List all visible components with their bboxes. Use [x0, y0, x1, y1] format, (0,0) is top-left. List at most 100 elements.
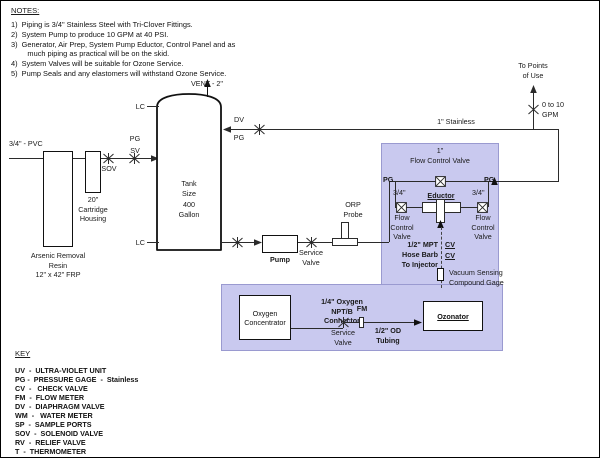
cartridge-housing-label: 20" Cartridge Housing: [78, 195, 108, 223]
lc-top-line: [147, 106, 159, 107]
points-of-use-arrow: [530, 85, 537, 93]
panel-left-top-line: [389, 181, 412, 182]
pump-service-valve-label: Service Valve: [299, 248, 323, 267]
eductor-left-riser: [395, 181, 396, 207]
ozonator-label: Ozonator: [423, 301, 483, 331]
sov-valve-icon: [102, 152, 114, 164]
inlet-pg-label: PG: [129, 134, 141, 143]
vacuum-compound-gage-label: Vacuum Sensing Compound Gage: [449, 268, 504, 287]
key-entry-7: SOV - SOLENOID VALVE: [15, 429, 103, 438]
eductor-suction-arrow: [437, 220, 444, 228]
tank-vent-line: [207, 83, 208, 97]
pump-label: Pump: [270, 255, 290, 264]
flow-control-valve-top-label: 1" Flow Control Valve: [410, 146, 470, 165]
notes-line-5: 5) Pump Seals and any elastomers will wi…: [11, 69, 227, 78]
dv-label: DV: [234, 115, 244, 124]
key-entry-6: SP - SAMPLE PORTS: [15, 420, 92, 429]
orp-probe-tee: [332, 238, 358, 246]
tank-inlet-arrow: [151, 155, 159, 162]
gpm-meter-valve-icon: [527, 103, 539, 115]
pump-inlet-arrow: [254, 239, 262, 246]
notes-line-3: much piping as practical will be on the …: [11, 49, 170, 58]
notes-line-4: 4) System Valves will be suitable for Oz…: [11, 59, 184, 68]
recirc-return-line: [225, 129, 558, 130]
size-left-label: 3/4": [393, 188, 406, 197]
oxygen-concentrator-text: Oxygen Concentrator: [244, 308, 286, 327]
stainless-line-label: 1" Stainless: [437, 117, 475, 126]
fm-to-ozonator-line: [364, 322, 417, 323]
pump-block: [262, 235, 298, 253]
flow-meter-icon: [359, 317, 364, 328]
pg-right-label: PG: [484, 175, 495, 184]
key-entry-8: RV - RELIEF VALVE: [15, 438, 86, 447]
vacuum-compound-gage-icon: [437, 268, 444, 281]
key-entry-1: PG - PRESSURE GAGE - Stainless: [15, 375, 139, 384]
gpm-label: 0 to 10 GPM: [542, 100, 564, 119]
concentrator-outlet-line: [291, 328, 343, 329]
right-flow-control-valve-label: Flow Control Valve: [471, 213, 495, 241]
fm-feed-line: [343, 322, 361, 323]
notes-line-1: 2) System Pump to produce 10 GPM at 40 P…: [11, 30, 169, 39]
notes-line-2: 3) Generator, Air Prep, System Pump Educ…: [11, 40, 236, 49]
key-entry-9: T - THERMOMETER: [15, 447, 87, 456]
recirc-right-riser: [558, 129, 559, 181]
arsenic-removal-resin-label: Arsenic Removal Resin 12" x 42" FRP: [30, 251, 86, 279]
tank-vent-arrow: [204, 79, 211, 87]
top-flow-control-valve-icon: [434, 175, 446, 187]
sv-valve-icon: [128, 152, 140, 164]
key-entry-5: WM - WATER METER: [15, 411, 93, 420]
tank-label: Tank Size 400 Gallon: [178, 179, 200, 220]
inlet-pipe-label: 3/4" - PVC: [9, 139, 43, 148]
key-entry-0: UV - ULTRA-VIOLET UNIT: [15, 366, 107, 375]
ozonator-block: [423, 301, 483, 331]
tank-return-arrow: [223, 126, 231, 133]
right-flow-control-valve-icon: [476, 201, 488, 213]
arsenic-removal-resin-vessel: [43, 151, 73, 247]
to-points-of-use-label: To Points of Use: [518, 61, 548, 80]
resin-to-cartridge-line: [73, 158, 85, 159]
orp-probe-stem: [341, 222, 349, 239]
notes-line-0: 1) Piping is 3/4" Stainless Steel with T…: [11, 20, 193, 29]
tank-outlet-line: [222, 242, 257, 243]
lc-bottom-line: [147, 242, 159, 243]
tank-vent-label: VENT - 2": [191, 79, 223, 88]
tank-return-pg-label: PG: [233, 133, 245, 142]
notes-title: NOTES:: [11, 6, 40, 15]
cv-label-2: CV: [445, 251, 455, 260]
dv-valve-icon: [253, 123, 265, 135]
eductor-label: Eductor: [427, 191, 455, 200]
pump-service-valve-icon: [305, 236, 317, 248]
pump-discharge-line: [298, 242, 343, 243]
panel-left-riser: [389, 181, 390, 242]
key-title: KEY: [15, 349, 31, 358]
key-entry-4: DV - DIAPHRAGM VALVE: [15, 402, 105, 411]
hose-barb-label: 1/2" MPT Hose Barb To Injector: [401, 240, 438, 269]
inlet-sv-label: SV: [130, 146, 140, 155]
lc-top-label: LC: [135, 102, 145, 111]
oxygen-service-valve-label: Service Valve: [331, 328, 355, 347]
eductor-right-riser: [488, 181, 489, 207]
left-flow-control-valve-label: Flow Control Valve: [390, 213, 414, 241]
fm-label: FM: [356, 304, 368, 313]
cartridge-housing-vessel: [85, 151, 101, 193]
oxygen-concentrator-label: Oxygen Concentrator: [239, 295, 291, 340]
lc-bottom-label: LC: [135, 238, 145, 247]
oxygen-concentrator-block: [239, 295, 291, 340]
size-right-label: 3/4": [472, 188, 485, 197]
recirc-panel-top-line: [494, 181, 559, 182]
tank-outlet-valve-icon: [231, 236, 243, 248]
ozonator-text: Ozonator: [437, 311, 469, 321]
orp-to-panel-line: [358, 242, 389, 243]
panel-outlet-arrow: [491, 177, 498, 185]
ozonator-inlet-arrow: [414, 319, 422, 326]
eductor-right-line: [460, 207, 488, 208]
key-entry-2: CV - CHECK VALVE: [15, 384, 88, 393]
cartridge-to-tank-line: [101, 158, 153, 159]
tubing-label: 1/2" OD Tubing: [374, 326, 402, 345]
bypass-top-line: [412, 181, 494, 182]
eductor-left-line: [395, 207, 423, 208]
left-flow-control-valve-icon: [395, 201, 407, 213]
sov-label: SOV: [101, 164, 117, 173]
inlet-line: [9, 158, 43, 159]
